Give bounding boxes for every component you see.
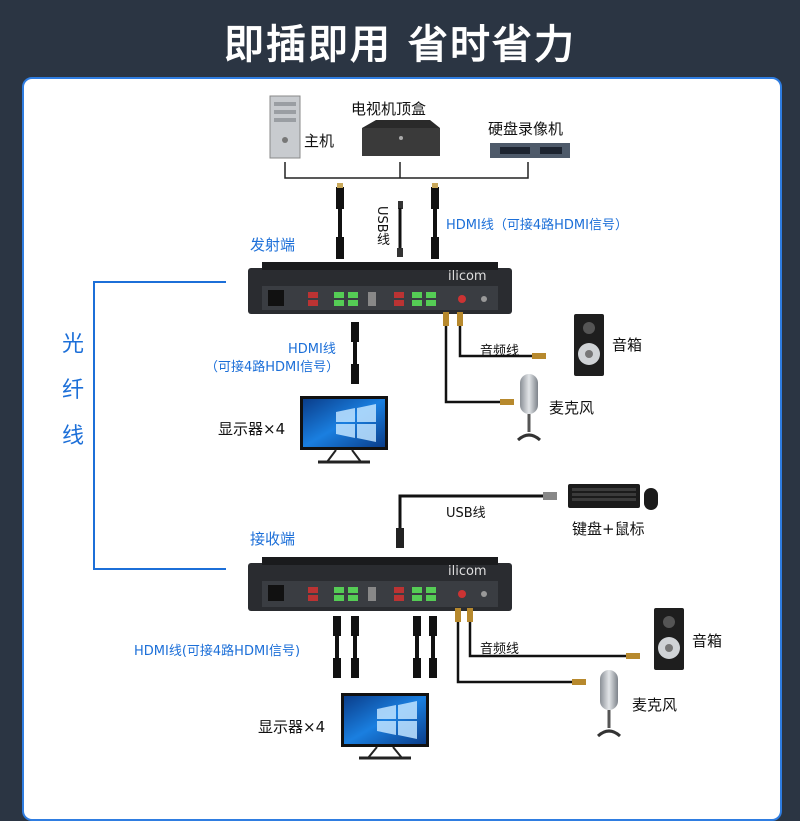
kbd-mouse-label: 键盘+鼠标: [572, 520, 645, 538]
tx-device-logo: ilicom: [448, 269, 487, 284]
pc-tower-icon: [269, 95, 301, 159]
source-bracket: [284, 162, 529, 179]
rx-hdmi-label: HDMI线(可接4路HDMI信号): [134, 644, 301, 659]
tx-audio-plugs: [443, 312, 546, 405]
fiber-label-3: 线: [62, 424, 85, 449]
pc-label: 主机: [304, 132, 335, 150]
tx-monitor-label: 显示器×4: [218, 420, 286, 438]
tx-hdmi-out-label-1: HDMI线: [288, 342, 336, 357]
rx-monitor-icon: [341, 693, 429, 760]
rx-device: [248, 557, 512, 611]
rx-device-logo: ilicom: [448, 564, 487, 579]
rx-monitor-label: 显示器×4: [258, 718, 326, 736]
diagram-stage: 即插即用 省时省力: [22, 22, 782, 821]
rx-mic-label: 麦克风: [632, 696, 678, 714]
tx-device: [248, 262, 512, 314]
nvr-icon: [490, 143, 570, 158]
rx-audio-cables: [456, 614, 640, 684]
diagram-graphics: [93, 95, 684, 760]
tx-usb-cable-label: USB线: [374, 206, 389, 246]
tx-audio-cable-label: 音频线: [480, 344, 520, 359]
rx-speaker-label: 音箱: [692, 632, 723, 650]
fiber-line: [93, 281, 226, 570]
tx-hdmi-in-label: HDMI线（可接4路HDMI信号）: [446, 218, 628, 233]
rx-usb-plug-bottom: [396, 528, 404, 548]
stb-label: 电视机顶盒: [351, 100, 427, 118]
fiber-label-2: 纤: [62, 378, 85, 403]
rx-audio-plugs: [455, 608, 640, 685]
rx-usb-plug-top: [543, 492, 557, 500]
rx-speaker-icon: [654, 608, 684, 670]
tx-hdmi-out-label-2: （可接4路HDMI信号）: [205, 360, 340, 375]
keyboard-mouse-icon: [568, 484, 658, 510]
tx-speaker-label: 音箱: [612, 336, 643, 354]
tx-mic-label: 麦克风: [549, 399, 595, 417]
rx-mic-icon: [596, 670, 622, 738]
fiber-label-1: 光: [62, 332, 85, 357]
rx-usb-cable-label: USB线: [446, 506, 486, 521]
tx-hdmi-cable-left: [336, 183, 344, 259]
tx-hdmi-out-cable: [351, 322, 359, 384]
set-top-box-icon: [362, 120, 440, 156]
rx-hdmi-cables: [333, 616, 437, 678]
headline: 即插即用 省时省力: [224, 22, 576, 68]
tx-monitor-icon: [300, 396, 388, 464]
tx-usb-cable: [397, 201, 403, 257]
nvr-label: 硬盘录像机: [488, 120, 564, 138]
tx-hdmi-cable-right: [431, 183, 439, 259]
tx-audio-cables: [444, 318, 540, 404]
rx-audio-cable-label: 音频线: [480, 642, 520, 657]
tx-speaker-icon: [574, 314, 604, 376]
tx-label: 发射端: [250, 236, 296, 254]
rx-usb-cable: [398, 494, 550, 540]
rx-label: 接收端: [250, 530, 296, 548]
tx-mic-icon: [516, 374, 542, 442]
